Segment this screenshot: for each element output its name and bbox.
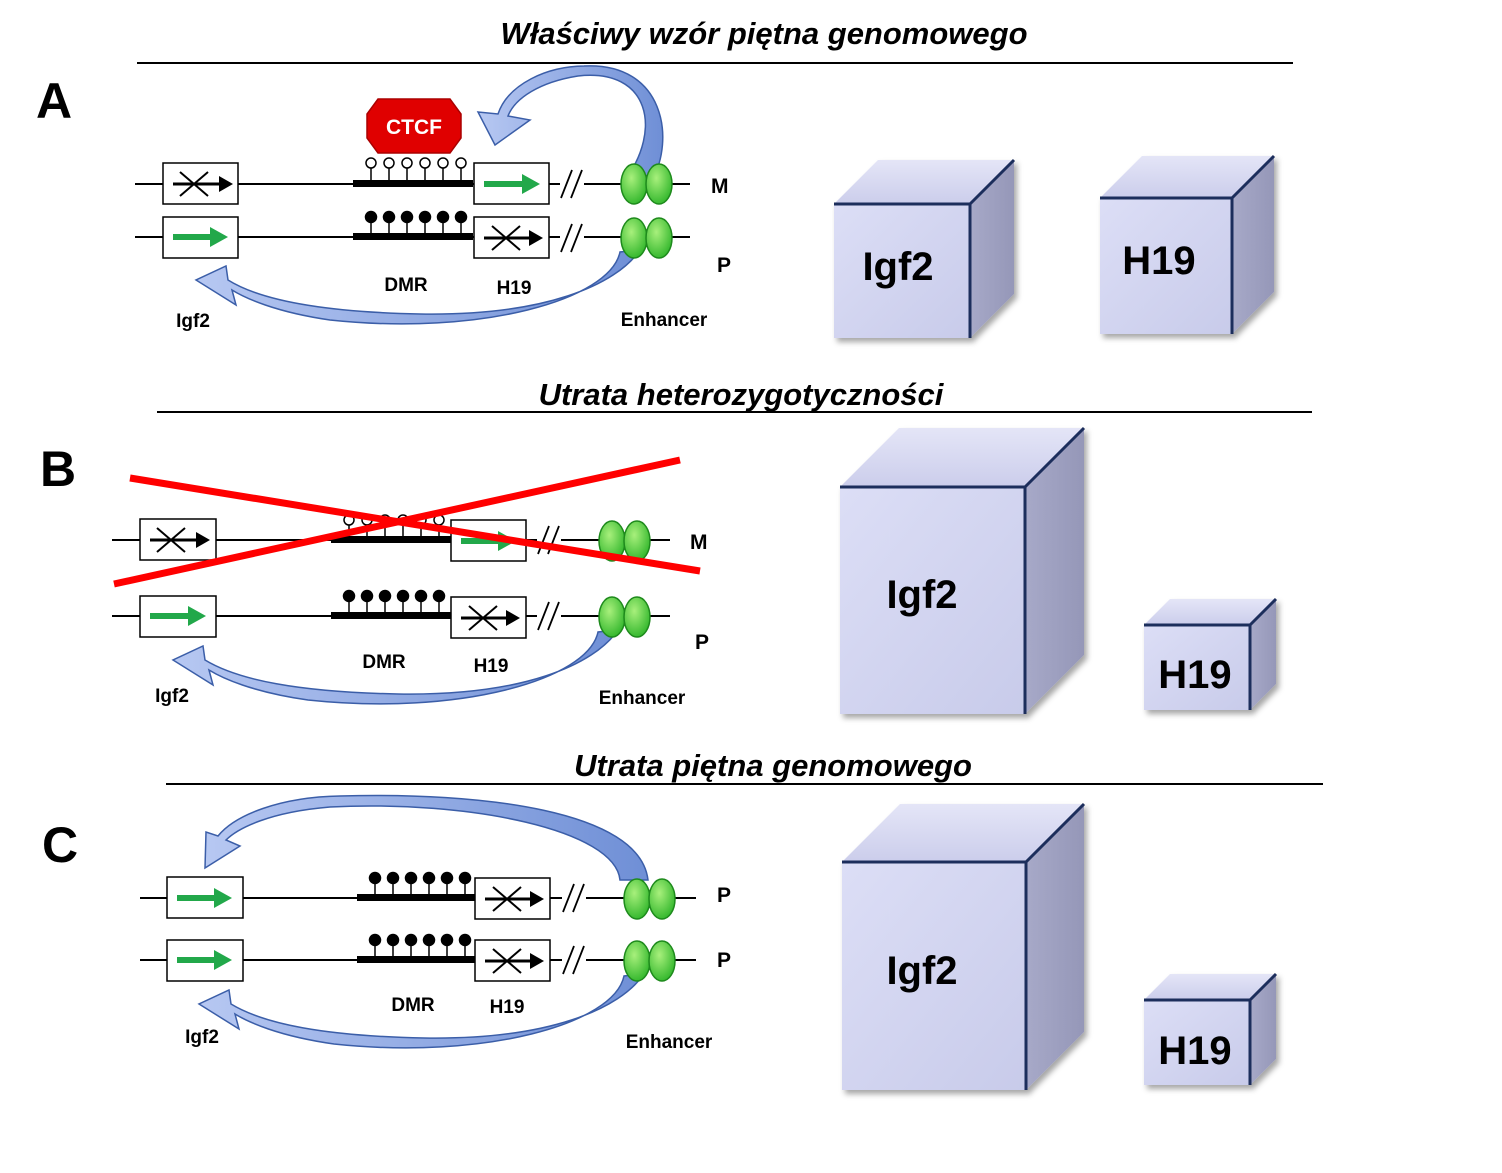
h19-label: H19 (497, 278, 532, 299)
cube-igf2-label: Igf2 (886, 573, 957, 617)
deletion-cross (113, 456, 701, 588)
enhancer-label: Enhancer (621, 310, 708, 331)
enhancer-maternal (598, 520, 651, 562)
igf2-promoter-active (162, 216, 239, 259)
dmr-methylated (331, 589, 451, 619)
panel-c: Utrata piętna genomowego C (42, 748, 1323, 1090)
enhancer-maternal (620, 163, 673, 205)
h19-promoter-silenced (474, 939, 551, 982)
cube-h19-label: H19 (1158, 1029, 1231, 1073)
igf2-promoter-silenced (162, 162, 239, 205)
h19-expression-cube: H19 (1144, 597, 1278, 710)
panel-c-letter: C (42, 817, 78, 873)
dmr-methylated (357, 871, 477, 901)
panel-a-title: Właściwy wzór piętna genomowego (500, 16, 1027, 51)
igf2-label: Igf2 (155, 686, 189, 707)
h19-label: H19 (490, 997, 525, 1018)
cube-h19-label: H19 (1122, 239, 1195, 283)
ctcf-label: CTCF (386, 116, 442, 139)
h19-expression-cube: H19 (1100, 154, 1276, 334)
h19-expression-cube: H19 (1144, 972, 1278, 1085)
h19-promoter-active (473, 162, 550, 205)
strand-label-bottom: P (695, 631, 709, 654)
strand-label-top: M (711, 175, 729, 198)
strand-break (560, 223, 584, 253)
enhancer-label: Enhancer (599, 688, 686, 709)
enhancer-label: Enhancer (626, 1032, 713, 1053)
strand-break (562, 883, 586, 913)
h19-promoter-silenced (473, 216, 550, 259)
igf2-promoter-active (166, 939, 244, 982)
strand-break (562, 945, 586, 975)
dmr-label: DMR (362, 652, 406, 673)
cube-h19-label: H19 (1158, 653, 1231, 697)
panel-b-title: Utrata heterozygotyczności (539, 377, 945, 412)
igf2-promoter-active (166, 876, 244, 919)
igf2-label: Igf2 (176, 311, 210, 332)
dmr-methylated (357, 933, 477, 963)
loop-arrow-to-igf2 (171, 629, 620, 705)
igf2-promoter-active (139, 595, 217, 638)
h19-label: H19 (474, 656, 509, 677)
h19-promoter-silenced (474, 877, 551, 920)
enhancer-paternal (598, 596, 651, 638)
dmr-unmethylated (353, 157, 473, 187)
loop-arrow-to-igf2 (194, 249, 642, 325)
panel-a-letter: A (36, 73, 72, 129)
panel-a: Właściwy wzór piętna genomowego A CTCF (36, 16, 1293, 338)
strand-label-top: M (690, 531, 708, 554)
h19-promoter-silenced (450, 596, 527, 639)
strand-label-top: P (717, 884, 731, 907)
strand-break (560, 169, 584, 199)
strand-break (537, 601, 561, 631)
loop-arrow-to-igf2-top (204, 794, 649, 881)
igf2-promoter-silenced (139, 518, 217, 561)
enhancer-1 (623, 878, 676, 920)
igf2-expression-cube: Igf2 (834, 158, 1016, 338)
enhancer-2 (623, 940, 676, 982)
enhancer-paternal (620, 217, 673, 259)
igf2-expression-cube: Igf2 (840, 426, 1086, 714)
strand-label-bottom: P (717, 949, 731, 972)
ctcf-protein: CTCF (366, 98, 462, 154)
igf2-expression-cube: Igf2 (842, 802, 1086, 1090)
strand-label-bottom: P (717, 254, 731, 277)
igf2-label: Igf2 (185, 1027, 219, 1048)
loop-arrow-to-h19 (476, 65, 664, 181)
panel-b-letter: B (40, 441, 76, 497)
loop-arrow-to-igf2-bottom (197, 973, 646, 1049)
cube-igf2-label: Igf2 (862, 245, 933, 289)
dmr-label: DMR (384, 275, 428, 296)
dmr-methylated (353, 210, 473, 240)
cube-igf2-label: Igf2 (886, 949, 957, 993)
dmr-label: DMR (391, 995, 435, 1016)
panel-c-title: Utrata piętna genomowego (574, 748, 972, 783)
panel-b: Utrata heterozygotyczności B (40, 377, 1312, 714)
